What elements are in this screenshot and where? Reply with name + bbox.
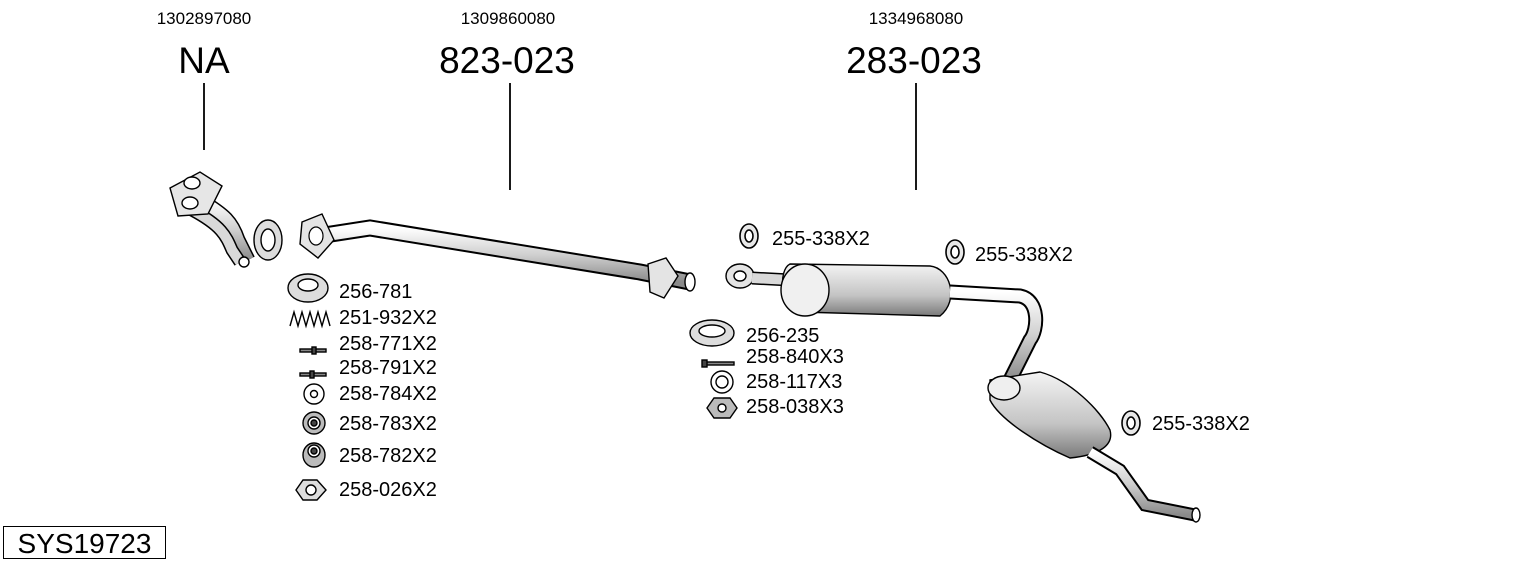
spring-icon [289, 309, 331, 329]
system-code-box: SYS19723 [3, 526, 166, 559]
rubber-hanger-icon [945, 239, 965, 265]
oe-number-front-pipe: 1302897080 [156, 9, 252, 28]
oe-number-rear-silencer: 1334968080 [868, 9, 964, 28]
washer-icon [710, 370, 734, 394]
washer-icon [302, 411, 326, 435]
gasket-ring-icon [689, 319, 735, 347]
sleeve-icon [302, 442, 326, 468]
accessory-label[interactable]: 258-782X2 [339, 445, 437, 467]
gasket-ring-icon [287, 273, 329, 303]
accessory-label[interactable]: 258-038X3 [746, 396, 844, 418]
oe-number-intermediate-pipe: 1309860080 [460, 9, 556, 28]
accessory-label[interactable]: 258-791X2 [339, 357, 437, 379]
rubber-hanger-icon [1121, 410, 1141, 436]
hanger-label[interactable]: 255-338X2 [1152, 413, 1250, 435]
accessory-label[interactable]: 251-932X2 [339, 307, 437, 329]
hanger-label[interactable]: 255-338X2 [772, 228, 870, 250]
bolt-icon [299, 346, 327, 355]
part-number-rear-silencer[interactable]: 283-023 [846, 40, 982, 81]
part-number-front-pipe[interactable]: NA [178, 40, 230, 81]
leader-lines [203, 83, 917, 190]
accessory-label[interactable]: 258-784X2 [339, 383, 437, 405]
accessory-label[interactable]: 258-771X2 [339, 333, 437, 355]
accessory-label[interactable]: 258-840X3 [746, 346, 844, 368]
part-number-intermediate-pipe[interactable]: 823-023 [439, 40, 575, 81]
accessory-label[interactable]: 258-117X3 [746, 371, 843, 393]
intermediate-pipe [299, 213, 696, 299]
accessory-label[interactable]: 256-781 [339, 281, 413, 303]
accessory-label[interactable]: 256-235 [746, 325, 820, 347]
bolt-icon [701, 359, 735, 368]
bolt-icon [299, 370, 327, 379]
washer-icon [303, 383, 325, 405]
front-pipe [169, 171, 283, 268]
hanger-label[interactable]: 255-338X2 [975, 244, 1073, 266]
accessory-label[interactable]: 258-026X2 [339, 479, 437, 501]
rear-silencer-assembly [725, 263, 1201, 523]
rubber-hanger-icon [739, 223, 759, 249]
accessory-label[interactable]: 258-783X2 [339, 413, 437, 435]
